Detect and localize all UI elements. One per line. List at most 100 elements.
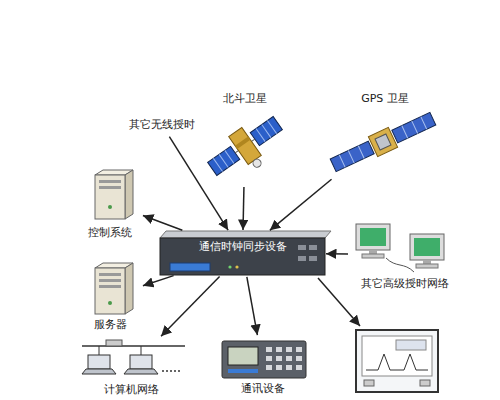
- comm-device-part: [286, 347, 292, 352]
- rack-device-part: [235, 265, 238, 268]
- computer-tower: [95, 170, 133, 219]
- gps-satellite-part: [330, 141, 374, 171]
- gps-satellite-part: [339, 155, 345, 168]
- arrow-connector: [143, 276, 174, 286]
- network-symbol-part: [166, 370, 168, 372]
- signal-monitor-part: [362, 336, 432, 376]
- network-symbol-part: [124, 369, 158, 374]
- computer-tower-part: [99, 180, 121, 183]
- arrow-connector: [169, 137, 228, 230]
- beidou-satellite-part: [251, 158, 262, 169]
- gps-satellite: [329, 109, 438, 175]
- signal-monitor: [318, 278, 438, 392]
- comm-device-part: [266, 365, 272, 370]
- server-node: 服务器: [78, 261, 142, 332]
- network-computers-part: [414, 238, 440, 256]
- arrow-connector: [242, 187, 244, 230]
- node-label: 通信时钟同步设备: [197, 240, 289, 254]
- beidou-satellite-part: [225, 150, 234, 163]
- network-symbol-part: [99, 346, 100, 355]
- computer-tower-part: [108, 205, 112, 209]
- beidou-satellite-part: [267, 121, 276, 134]
- signal-monitor-part: [366, 354, 428, 370]
- network-computers-part: [410, 234, 444, 260]
- network-symbol-part: [82, 345, 185, 347]
- network-symbol-part: [82, 369, 116, 374]
- node-label: 北斗卫星: [221, 92, 269, 106]
- satellite-node: GPS 卫星: [330, 92, 440, 178]
- text-source: 其它无线授时: [112, 115, 212, 135]
- comm-device: [222, 341, 306, 378]
- arrow-connector: [270, 179, 332, 230]
- computer-node: 控制系统: [78, 166, 142, 240]
- arrow-connector: [143, 215, 182, 230]
- gps-satellite-part: [392, 112, 436, 142]
- node-label: 服务器: [92, 318, 129, 332]
- node-label: 控制系统: [86, 226, 134, 240]
- gps-satellite-part: [375, 134, 391, 150]
- gps-satellite-part: [421, 117, 427, 130]
- comm-device-part: [228, 347, 258, 365]
- network-computers-part: [360, 228, 386, 246]
- node-label: 计算机网络: [102, 383, 161, 397]
- server-tower-part: [95, 268, 125, 314]
- beidou-satellite-part: [256, 129, 265, 142]
- beidou-satellite: [202, 109, 292, 189]
- signal-monitor-part: [318, 278, 360, 326]
- rack-device-part: [160, 238, 325, 275]
- server-tower-part: [125, 263, 133, 314]
- comm-device-part: [296, 347, 302, 352]
- signal-monitor-part: [396, 340, 426, 350]
- node-label: 通讯设备: [239, 382, 287, 396]
- computer-tower-part: [95, 175, 125, 219]
- server-tower: [95, 263, 133, 314]
- computer-tower-part: [99, 186, 121, 189]
- network-symbol-part: [174, 370, 176, 372]
- server-tower-part: [99, 273, 121, 276]
- network-symbol-part: [106, 340, 122, 346]
- network-symbol-part: [141, 346, 142, 355]
- comm-device-part: [228, 369, 258, 373]
- network-symbol: [82, 340, 185, 374]
- network-computers-part: [416, 264, 438, 268]
- network-computers-part: [369, 250, 377, 254]
- rack-device-part: [298, 245, 306, 250]
- node-label: 其它高级授时网络: [359, 277, 451, 291]
- gps-satellite-part: [412, 121, 418, 134]
- gps-satellite-part: [358, 146, 364, 159]
- satellite-node: 北斗卫星: [200, 92, 290, 185]
- gps-satellite-part: [402, 126, 408, 139]
- comm-device-part: [276, 356, 282, 361]
- network-symbol-part: [88, 355, 110, 369]
- comm-device-part: [222, 341, 306, 378]
- network-computers-part: [356, 224, 390, 250]
- comm-device-part: [266, 347, 272, 352]
- arrow-connector: [326, 253, 348, 255]
- network-node: 其它高级授时网络: [350, 218, 460, 291]
- node-label: GPS 卫星: [359, 92, 411, 106]
- comm-device-part: [296, 356, 302, 361]
- beidou-satellite-part: [250, 117, 282, 146]
- gps-satellite-part: [348, 150, 354, 163]
- comm-device-part: [296, 365, 302, 370]
- server-tower-part: [108, 301, 112, 305]
- rack-device: [160, 231, 331, 275]
- network-node: 计算机网络: [75, 337, 187, 397]
- gps-satellite-part: [368, 127, 397, 156]
- network-computers-part: [423, 260, 431, 264]
- rack-device-part: [228, 265, 231, 268]
- computer-tower-part: [125, 170, 133, 219]
- arrow-connector: [247, 277, 258, 335]
- device-box: 通信时钟同步设备: [160, 231, 325, 275]
- comm-device-part: [286, 356, 292, 361]
- beidou-satellite-part: [208, 146, 240, 175]
- signal-monitor-part: [420, 380, 430, 386]
- beidou-satellite-part: [235, 136, 250, 148]
- network-symbol-part: [162, 370, 164, 372]
- node-label: 其它无线授时: [127, 118, 197, 132]
- network-computers-part: [362, 254, 384, 258]
- beidou-satellite-part: [219, 154, 228, 167]
